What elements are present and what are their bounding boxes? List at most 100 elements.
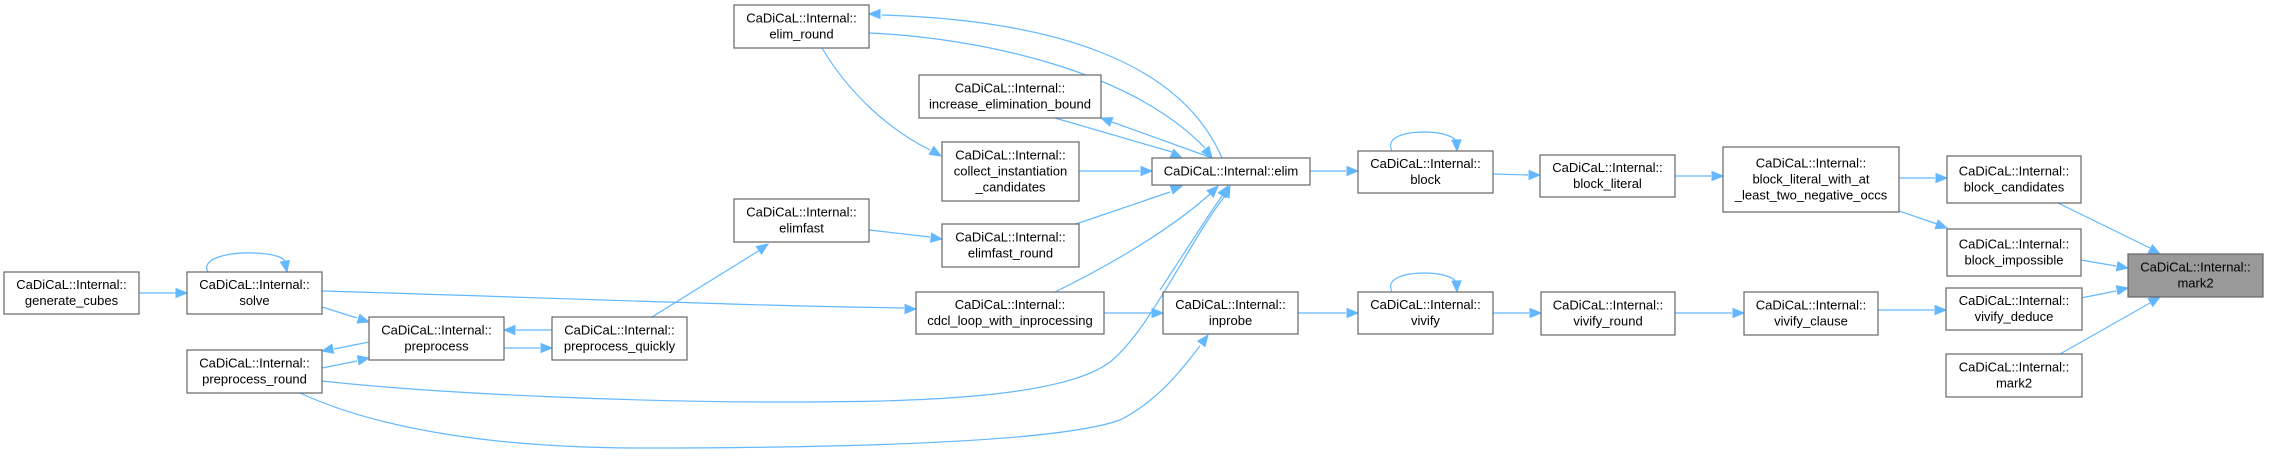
- node-box: [1539, 154, 1676, 198]
- node-elim-round[interactable]: CaDiCaL::Internal::elim_round: [733, 4, 870, 49]
- edge-block-to-block-literal: [1492, 169, 1542, 181]
- edge-increase-elimination-bound-to-elim: [1054, 117, 1184, 159]
- arrowhead-icon: [1529, 307, 1543, 319]
- node-vivify-deduce[interactable]: CaDiCaL::Internal::vivify_deduce: [1945, 287, 2083, 331]
- edge-line: [321, 195, 1226, 403]
- arrowhead-icon: [2147, 243, 2162, 255]
- node-label-line: block_literal_with_at: [1752, 172, 1869, 187]
- node-label-line: collect_instantiation: [954, 164, 1067, 179]
- edge-line: [2057, 202, 2151, 249]
- edge-elim-round-to-elim: [868, 32, 1213, 160]
- edge-preprocess-quickly-to-elimfast: [651, 243, 770, 318]
- node-box: [915, 291, 1105, 335]
- arrowhead-icon: [1169, 184, 1184, 195]
- edge-preprocess-quickly-to-preprocess: [502, 324, 552, 336]
- edge-vivify-clause-to-vivify-deduce: [1878, 304, 1948, 316]
- node-block-literal[interactable]: CaDiCaL::Internal::block_literal: [1539, 154, 1676, 198]
- edge-line: [206, 252, 286, 273]
- node-label-line: CaDiCaL::Internal::: [1175, 297, 1286, 312]
- node-label-line: block_impossible: [1965, 253, 2064, 268]
- edge-preprocess-to-preprocess-quickly: [504, 342, 554, 354]
- node-label-line: CaDiCaL::Internal::: [1959, 293, 2070, 308]
- node-box: [2127, 253, 2264, 298]
- arrowhead-icon: [1935, 172, 1949, 184]
- node-label-line: elimfast_round: [968, 246, 1053, 261]
- node-vivify[interactable]: CaDiCaL::Internal::vivify: [1357, 291, 1494, 335]
- edge-line: [821, 47, 931, 151]
- node-elimfast-round[interactable]: CaDiCaL::Internal::elimfast_round: [941, 223, 1080, 268]
- node-preprocess-round[interactable]: CaDiCaL::Internal::preprocess_round: [186, 349, 323, 394]
- arrowhead-icon: [1711, 170, 1725, 182]
- node-label-line: mark2: [2177, 276, 2213, 291]
- node-box: [186, 271, 323, 315]
- edges-layer: [139, 8, 2162, 449]
- nodes-layer: CaDiCaL::Internal::generate_cubesCaDiCaL…: [3, 4, 2264, 398]
- edge-line: [1075, 191, 1171, 225]
- edge-line: [2080, 290, 2117, 299]
- node-label-line: vivify_deduce: [1975, 309, 2054, 324]
- edge-line: [881, 14, 1223, 159]
- node-label-line: CaDiCaL::Internal::elim: [1164, 164, 1298, 179]
- node-block-impossible[interactable]: CaDiCaL::Internal::block_impossible: [1946, 228, 2082, 277]
- node-box: [3, 271, 140, 315]
- node-block-literal-with-at-least-two-negative-occs[interactable]: CaDiCaL::Internal::block_literal_with_at…: [1722, 146, 1900, 213]
- node-collect-instantiation-candidates[interactable]: CaDiCaL::Internal::collect_instantiation…: [941, 141, 1080, 202]
- node-block-candidates[interactable]: CaDiCaL::Internal::block_candidates: [1946, 155, 2082, 204]
- edge-vivify-deduce-to-mark2: [2080, 285, 2130, 299]
- node-solve[interactable]: CaDiCaL::Internal::solve: [186, 271, 323, 315]
- node-elimfast[interactable]: CaDiCaL::Internal::elimfast: [733, 198, 870, 243]
- node-label-line: CaDiCaL::Internal::: [16, 277, 127, 292]
- edge-line: [333, 341, 370, 350]
- edge-preprocess-round-to-inprobe: [299, 333, 1209, 449]
- node-box: [733, 198, 870, 243]
- edge-solve-to-preprocess: [321, 306, 371, 324]
- arrowhead-icon: [1451, 139, 1462, 153]
- edge-vivify-to-vivify: [1389, 272, 1462, 294]
- edge-line: [2080, 259, 2117, 267]
- node-box: [1945, 353, 2083, 398]
- node-label-line: solve: [239, 293, 269, 308]
- node-label-line: generate_cubes: [25, 293, 119, 308]
- node-box: [733, 4, 870, 49]
- node-label-line: vivify_clause: [1774, 314, 1848, 329]
- edge-cdcl-loop-with-inprocessing-to-elim: [1054, 185, 1219, 293]
- node-cdcl-loop-with-inprocessing[interactable]: CaDiCaL::Internal::cdcl_loop_with_inproc…: [915, 291, 1105, 335]
- node-box: [1722, 146, 1900, 213]
- edge-line: [1898, 210, 1938, 225]
- node-label-line: CaDiCaL::Internal::: [746, 205, 857, 220]
- arrowhead-icon: [1732, 307, 1746, 319]
- node-label-line: CaDiCaL::Internal::: [955, 148, 1066, 163]
- node-block[interactable]: CaDiCaL::Internal::block: [1357, 150, 1494, 194]
- edge-block-to-block: [1389, 131, 1462, 153]
- node-vivify-round[interactable]: CaDiCaL::Internal::vivify_round: [1540, 291, 1676, 336]
- edge-elim-to-block: [1310, 165, 1360, 177]
- node-box: [1946, 155, 2082, 204]
- node-label-line: CaDiCaL::Internal::: [955, 81, 1066, 96]
- node-increase-elimination-bound[interactable]: CaDiCaL::Internal::increase_elimination_…: [918, 74, 1102, 119]
- edge-block-candidates-to-mark2: [2057, 202, 2162, 255]
- node-box: [1743, 291, 1879, 336]
- node-generate-cubes[interactable]: CaDiCaL::Internal::generate_cubes: [3, 271, 140, 315]
- edge-block-literal-to-block-literal-with-at-least-two-negative-occs: [1675, 170, 1725, 182]
- arrowhead-icon: [1169, 148, 1184, 159]
- node-preprocess[interactable]: CaDiCaL::Internal::preprocess: [368, 316, 505, 361]
- arrowhead-icon: [175, 287, 189, 299]
- node-inprobe[interactable]: CaDiCaL::Internal::inprobe: [1162, 291, 1299, 335]
- edge-line: [868, 229, 931, 238]
- edge-line: [1159, 195, 1223, 291]
- node-label-line: vivify: [1411, 313, 1440, 328]
- node-label-line: CaDiCaL::Internal::: [2140, 260, 2251, 275]
- node-label-line: CaDiCaL::Internal::: [199, 356, 310, 371]
- node-box: [1151, 157, 1311, 186]
- arrowhead-icon: [2115, 260, 2130, 272]
- node-preprocess-quickly[interactable]: CaDiCaL::Internal::preprocess_quickly: [551, 316, 688, 361]
- node-label-line: CaDiCaL::Internal::: [1370, 156, 1481, 171]
- arrowhead-icon: [2147, 296, 2162, 308]
- node-vivify-clause[interactable]: CaDiCaL::Internal::vivify_clause: [1743, 291, 1879, 336]
- node-label-line: CaDiCaL::Internal::: [1959, 237, 2070, 252]
- node-elim[interactable]: CaDiCaL::Internal::elim: [1151, 157, 1311, 186]
- node-label-line: CaDiCaL::Internal::: [955, 230, 1066, 245]
- node-mark2-caller[interactable]: CaDiCaL::Internal::mark2: [1945, 353, 2083, 398]
- node-label-line: elim_round: [769, 27, 833, 42]
